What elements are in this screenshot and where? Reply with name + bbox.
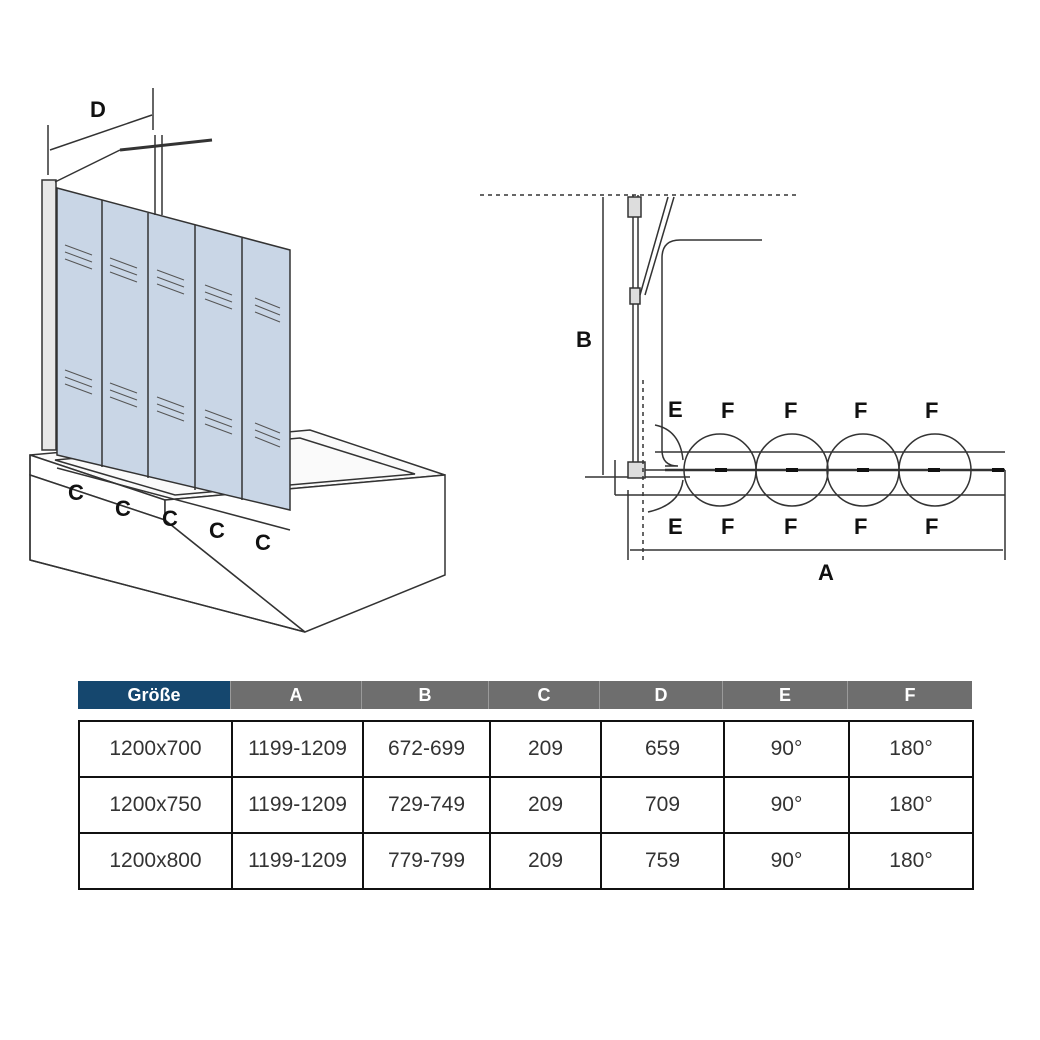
cell-e: 90° (723, 720, 850, 778)
header-b: B (362, 681, 489, 709)
dimension-label-a: A (818, 560, 834, 585)
dimension-label-c: C (209, 518, 225, 543)
cell-f: 180° (848, 720, 974, 778)
bathtub-perspective-drawing (29, 429, 446, 633)
cell-d: 709 (600, 776, 725, 834)
angle-label-f: F (854, 514, 867, 539)
angle-label-f: F (721, 514, 734, 539)
header-d: D (600, 681, 723, 709)
header-groesse: Größe (78, 681, 231, 709)
dimension-label-c: C (115, 496, 131, 521)
table-row: 1200x700 1199-1209 672-699 209 659 90° 1… (78, 720, 974, 778)
cell-c: 209 (489, 832, 602, 890)
dimension-label-d: D (90, 97, 106, 122)
dimension-label-c: C (162, 506, 178, 531)
plan-view-drawing (480, 194, 1006, 560)
cell-a: 1199-1209 (231, 776, 364, 834)
angle-label-e: E (668, 514, 683, 539)
cell-size: 1200x700 (78, 720, 233, 778)
cell-b: 672-699 (362, 720, 491, 778)
angle-label-f: F (854, 398, 867, 423)
dimension-label-c: C (68, 480, 84, 505)
angle-label-f: F (925, 514, 938, 539)
dimension-label-c: C (255, 530, 271, 555)
dimension-label-b: B (576, 327, 592, 352)
cell-a: 1199-1209 (231, 720, 364, 778)
header-a: A (231, 681, 362, 709)
cell-f: 180° (848, 832, 974, 890)
cell-c: 209 (489, 776, 602, 834)
cell-a: 1199-1209 (231, 832, 364, 890)
cell-b: 729-749 (362, 776, 491, 834)
angle-label-f: F (925, 398, 938, 423)
header-f: F (848, 681, 972, 709)
size-table: 1200x700 1199-1209 672-699 209 659 90° 1… (78, 720, 974, 890)
cell-c: 209 (489, 720, 602, 778)
table-row: 1200x750 1199-1209 729-749 209 709 90° 1… (78, 776, 974, 834)
cell-b: 779-799 (362, 832, 491, 890)
cell-f: 180° (848, 776, 974, 834)
cell-size: 1200x750 (78, 776, 233, 834)
angle-label-f: F (784, 398, 797, 423)
cell-size: 1200x800 (78, 832, 233, 890)
angle-label-e: E (668, 397, 683, 422)
cell-d: 759 (600, 832, 725, 890)
table-row: 1200x800 1199-1209 779-799 209 759 90° 1… (78, 832, 974, 890)
cell-e: 90° (723, 832, 850, 890)
cell-d: 659 (600, 720, 725, 778)
screen-panels (41, 88, 291, 531)
header-e: E (723, 681, 848, 709)
header-c: C (489, 681, 600, 709)
angle-label-f: F (721, 398, 734, 423)
angle-label-f: F (784, 514, 797, 539)
table-header: Größe A B C D E F (78, 681, 972, 709)
cell-e: 90° (723, 776, 850, 834)
